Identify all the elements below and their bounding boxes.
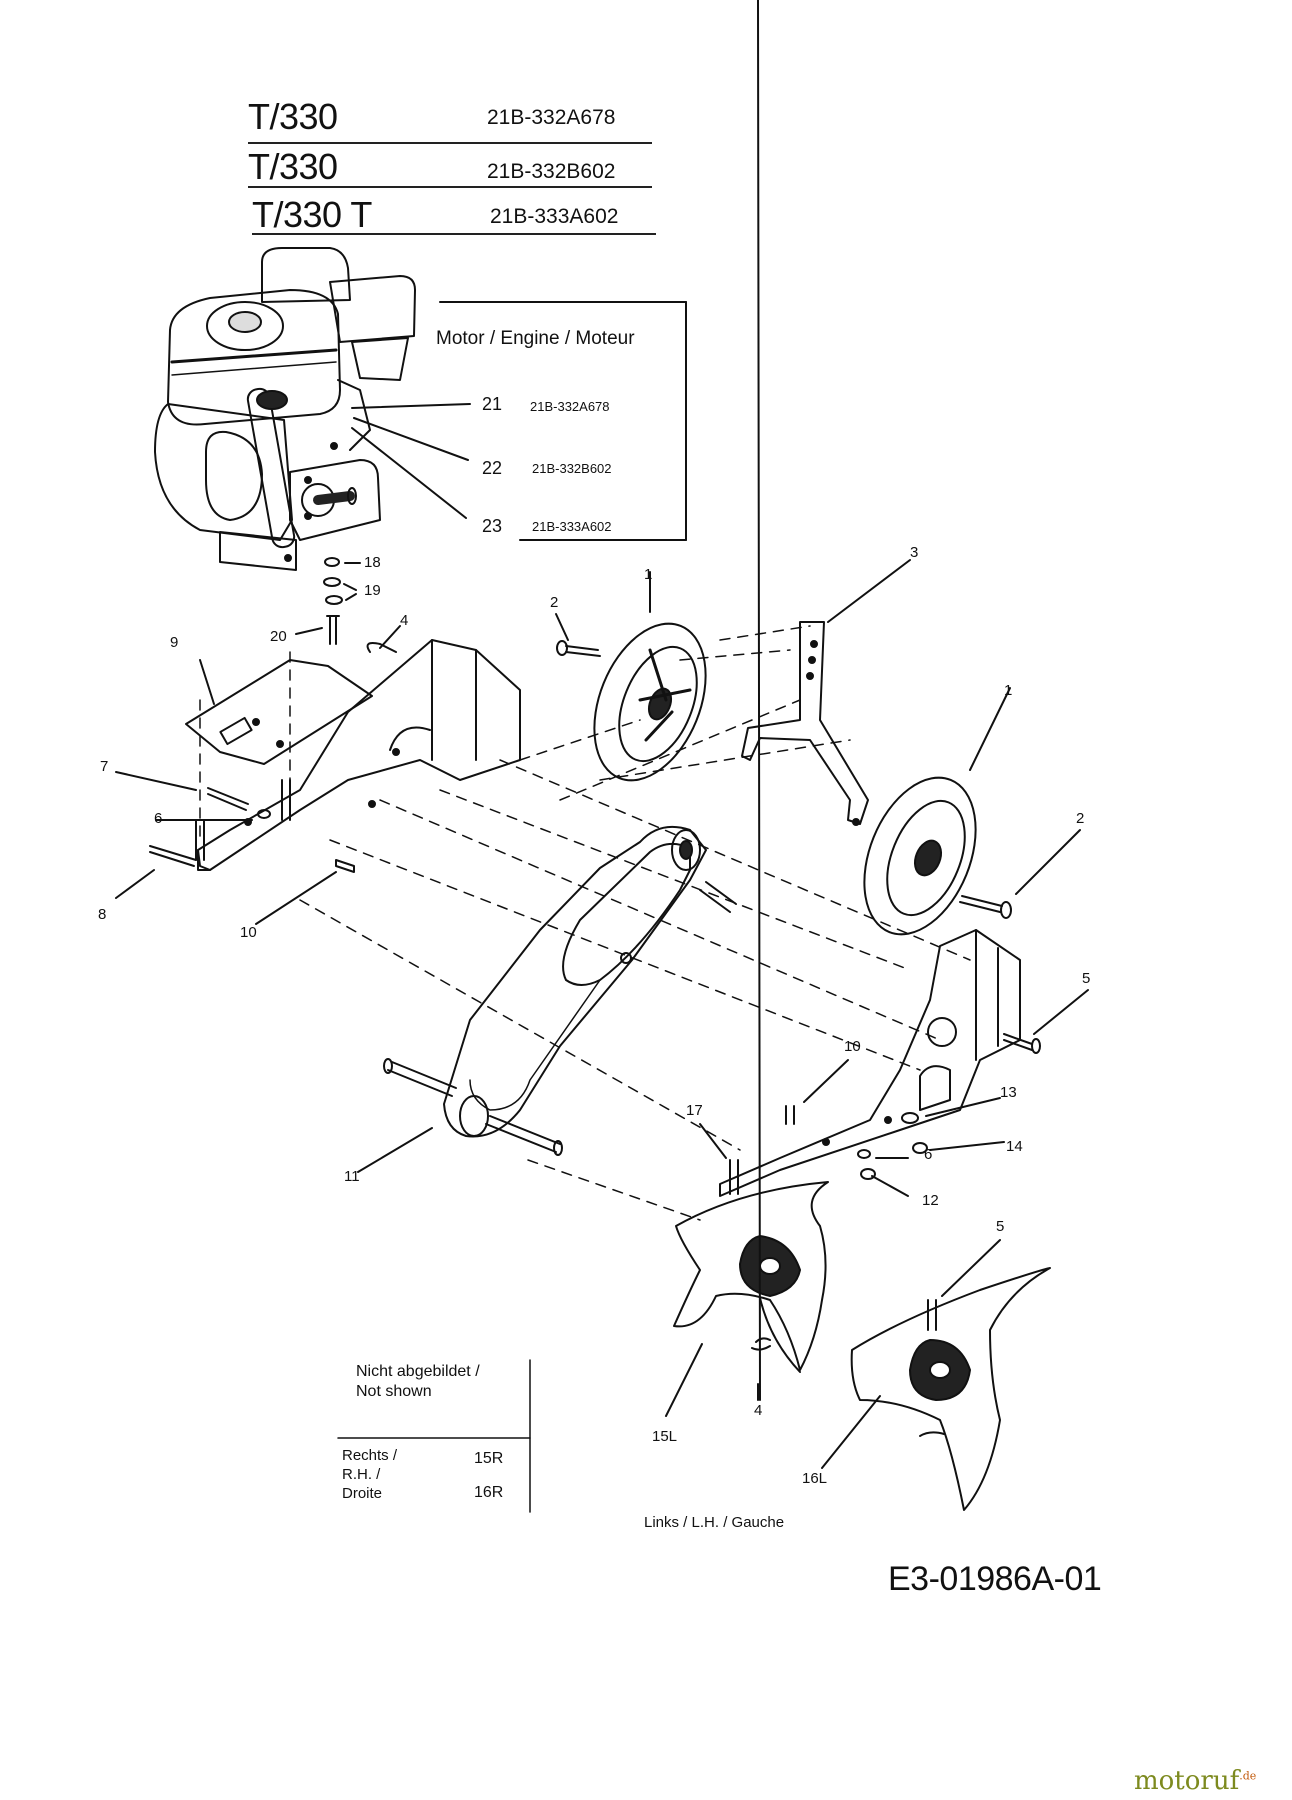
legend-15r: 15R: [474, 1450, 504, 1467]
legend-not-shown: Nicht abgebildet / Not shown: [356, 1363, 480, 1400]
callout-19: 19: [364, 582, 381, 599]
callout-8: 8: [98, 906, 107, 923]
dashed-assembly-lines: [199, 625, 971, 1221]
model-part-1: 21B-332A678: [487, 106, 616, 129]
callout-20: 20: [270, 628, 287, 645]
callout-4-lower: 4: [754, 1402, 763, 1419]
model-name-1: T/330: [248, 96, 338, 137]
legend-side-label: Rechts / R.H. / Droite: [342, 1447, 398, 1502]
callout-5-lower: 5: [996, 1218, 1005, 1235]
callout-15l: 15L: [652, 1428, 678, 1445]
engine-drawing: [154, 247, 471, 571]
wheel-right: [863, 687, 1081, 936]
legend-links: Links / L.H. / Gauche: [644, 1514, 785, 1531]
transmission-case: [357, 826, 737, 1173]
callout-6-right: 6: [924, 1146, 933, 1163]
callout-2-upper: 2: [550, 594, 559, 611]
legend-table-rules: [337, 1359, 531, 1513]
callout-12: 12: [922, 1192, 939, 1209]
callout-11: 11: [344, 1168, 360, 1185]
callout-3: 3: [910, 544, 919, 561]
engine-box-frame: [439, 301, 687, 541]
engine-row-3-part: 21B-333A602: [532, 519, 612, 534]
engine-box-title: Motor / Engine / Moteur: [436, 328, 635, 349]
callout-13: 13: [1000, 1084, 1017, 1101]
model-name-2: T/330: [248, 146, 338, 187]
callout-5-right: 5: [1082, 970, 1091, 987]
fasteners-18-20: [295, 557, 361, 645]
callout-1-right: 1: [1004, 682, 1013, 699]
callout-1-upper: 1: [644, 566, 653, 583]
model-part-2: 21B-332B602: [487, 160, 616, 183]
engine-row-2-part: 21B-332B602: [532, 461, 612, 476]
callout-10-left: 10: [240, 924, 257, 941]
callout-17: 17: [686, 1102, 703, 1119]
callout-9: 9: [170, 634, 179, 651]
callout-4-upper: 4: [400, 612, 409, 629]
left-frame: [115, 625, 521, 925]
engine-row-1-part: 21B-332A678: [530, 399, 610, 414]
legend-16r: 16R: [474, 1484, 504, 1501]
drawing-reference: E3-01986A-01: [888, 1560, 1102, 1598]
engine-row-3-num: 23: [482, 516, 503, 536]
wheel-left: [555, 571, 707, 782]
callout-14: 14: [1006, 1138, 1023, 1155]
watermark-text: motoruf: [1134, 1766, 1240, 1796]
callout-6-left: 6: [154, 810, 163, 827]
watermark-suffix: .de: [1239, 1769, 1257, 1783]
callout-2-right: 2: [1076, 810, 1085, 827]
model-name-3: T/330 T: [252, 194, 372, 235]
watermark-logo: motoruf.de: [1134, 1766, 1256, 1796]
callout-7: 7: [100, 758, 109, 775]
callout-16l: 16L: [802, 1470, 828, 1487]
tines: [665, 0, 1051, 1511]
callout-10-right: 10: [844, 1038, 861, 1055]
engine-row-2-num: 22: [482, 458, 503, 478]
engine-row-1-num: 21: [482, 394, 503, 414]
model-part-3: 21B-333A602: [490, 205, 619, 228]
right-frame: [699, 929, 1089, 1197]
wheel-bracket: [741, 559, 911, 826]
callout-18: 18: [364, 554, 381, 571]
